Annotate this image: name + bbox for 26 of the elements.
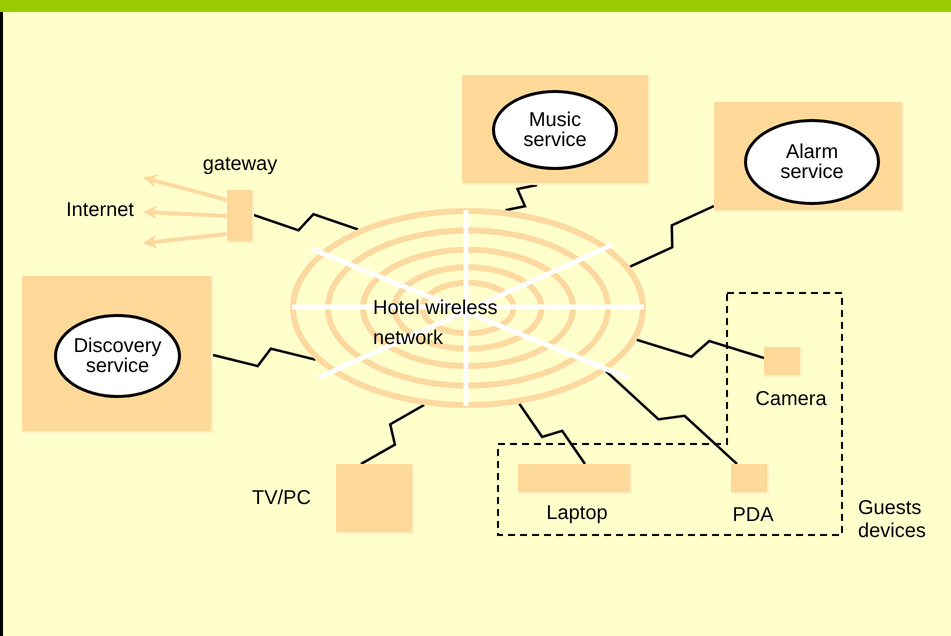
wireless-link (605, 370, 738, 465)
device-box (714, 102, 904, 212)
network-label: Hotel wireless network (373, 296, 498, 351)
arrow (143, 206, 228, 220)
wireless-link (518, 403, 586, 465)
device-label: gateway (202, 154, 278, 174)
wireless-link (360, 404, 425, 466)
wireless-link (254, 212, 358, 232)
device-label: Camera (755, 389, 827, 409)
service-ellipse: Music service (492, 90, 618, 170)
wireless-link (505, 184, 538, 212)
arrow (143, 232, 228, 249)
device-box (22, 276, 213, 433)
device-label: PDA (732, 505, 774, 525)
internet-label: Internet (55, 175, 145, 245)
arrow (143, 174, 228, 202)
service-ellipse: Alarm service (744, 119, 880, 205)
device-label: TV/PC (252, 488, 311, 508)
service-ellipse: Discovery service (54, 314, 181, 398)
wireless-link (636, 338, 764, 360)
wireless-network-rings (290, 208, 646, 408)
group-label: Guests devices (858, 497, 927, 543)
wireless-link (630, 204, 715, 268)
device-box (462, 75, 650, 185)
wireless-link (212, 347, 316, 368)
device-label: Laptop (546, 503, 608, 523)
